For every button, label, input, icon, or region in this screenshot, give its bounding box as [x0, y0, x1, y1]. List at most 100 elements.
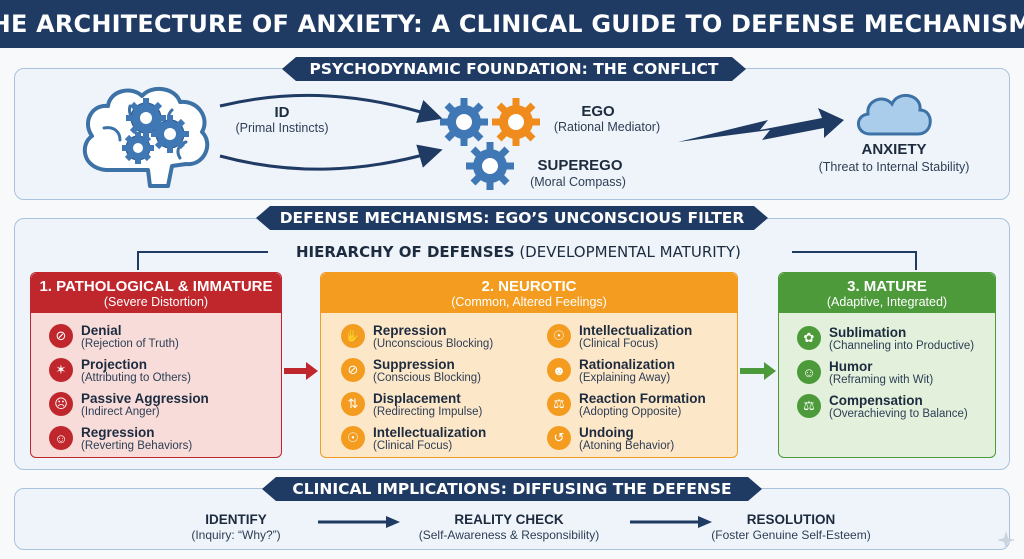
gears-icon	[440, 98, 540, 190]
arrow-green-icon	[740, 362, 776, 380]
tier-neurotic-header: 2. NEUROTIC (Common, Altered Feelings)	[321, 273, 737, 313]
tier-mature-header: 3. MATURE (Adaptive, Integrated)	[779, 273, 995, 313]
defense-item-desc: (Attributing to Others)	[81, 371, 191, 384]
id-subtitle: (Primal Instincts)	[235, 121, 329, 135]
defense-item-name: Reaction Formation	[579, 390, 706, 406]
angry-face-icon: ☹	[49, 392, 73, 416]
defense-item-desc: (Overachieving to Balance)	[829, 407, 968, 420]
defense-item-desc: (Conscious Blocking)	[373, 371, 482, 384]
defense-item-intellectualization: ☉ Intellectualization(Clinical Focus)	[547, 319, 737, 353]
defense-item-name: Sublimation	[829, 324, 907, 340]
projector-icon: ✶	[49, 358, 73, 382]
locked-head-icon: ✋	[341, 324, 365, 348]
defense-item-desc: (Clinical Focus)	[373, 439, 453, 452]
tier-pathological-header: 1. PATHOLOGICAL & IMMATURE (Severe Disto…	[31, 273, 281, 313]
defense-item-desc: (Reframing with Wit)	[829, 373, 934, 386]
defense-item-desc: (Clinical Focus)	[579, 337, 659, 350]
tier-pathological: 1. PATHOLOGICAL & IMMATURE (Severe Disto…	[30, 272, 282, 458]
hierarchy-heading: HIERARCHY OF DEFENSES (DEVELOPMENTAL MAT…	[296, 243, 741, 261]
defense-item-name: Repression	[373, 322, 447, 338]
defense-item-humor: ☺ Humor(Reframing with Wit)	[797, 355, 995, 389]
defense-item-name: Suppression	[373, 356, 455, 372]
defense-item-name: Humor	[829, 358, 873, 374]
defense-item-displacement: ⇅ Displacement(Redirecting Impulse)	[341, 387, 547, 421]
step-identify-subtitle: (Inquiry: “Why?”)	[191, 528, 281, 542]
arrow-red-icon	[284, 362, 318, 380]
child-head-icon: ☺	[49, 426, 73, 450]
defense-item-desc: (Adopting Opposite)	[579, 405, 682, 418]
hidden-eye-icon: ⊘	[341, 358, 365, 382]
defense-item-name: Denial	[81, 322, 122, 338]
defense-item-desc: (Reverting Behaviors)	[81, 439, 193, 452]
defense-item-name: Projection	[81, 356, 148, 372]
reset-icon: ↺	[547, 426, 571, 450]
defense-item-desc: (Unconscious Blocking)	[373, 337, 494, 350]
balance-icon: ⚖	[797, 394, 821, 418]
defense-item-projection: ✶ Projection(Attributing to Others)	[49, 353, 281, 387]
defense-item-name: Rationalization	[579, 356, 676, 372]
step-reality-check-subtitle: (Self-Awareness & Responsibility)	[418, 528, 600, 542]
step-resolution-subtitle: (Foster Genuine Self-Esteem)	[711, 528, 871, 542]
hierarchy-heading-bold: HIERARCHY OF DEFENSES	[296, 243, 515, 261]
defense-item-desc: (Redirecting Impulse)	[373, 405, 483, 418]
step-arrow-icon	[318, 516, 400, 528]
tier-neurotic: 2. NEUROTIC (Common, Altered Feelings) ✋…	[320, 272, 738, 458]
head-profile-icon: ☻	[547, 358, 571, 382]
defense-item-passive-aggression: ☹ Passive Aggression(Indirect Anger)	[49, 387, 281, 421]
hierarchy-bracket	[137, 251, 917, 270]
step-reality-check-title: REALITY CHECK	[454, 512, 564, 527]
defense-banner: DEFENSE MECHANISMS: EGO’S UNCONSCIOUS FI…	[256, 206, 768, 230]
foundation-banner: PSYCHODYNAMIC FOUNDATION: THE CONFLICT	[282, 57, 746, 81]
step-arrow-icon	[630, 516, 712, 528]
defense-item-name: Regression	[81, 424, 155, 440]
defense-item-name: Undoing	[579, 424, 634, 440]
clinical-banner: CLINICAL IMPLICATIONS: DIFFUSING THE DEF…	[262, 477, 762, 501]
eye-crossed-icon: ⊘	[49, 324, 73, 348]
defense-item-intellectualization: ☉ Intellectualization(Clinical Focus)	[341, 421, 547, 455]
defense-item-desc: (Channeling into Productive)	[829, 339, 975, 352]
sparkle-icon	[997, 531, 1015, 549]
defense-item-compensation: ⚖ Compensation(Overachieving to Balance)	[797, 389, 995, 423]
defense-item-suppression: ⊘ Suppression(Conscious Blocking)	[341, 353, 547, 387]
ego-subtitle: (Rational Mediator)	[553, 120, 661, 134]
conflict-arrows	[219, 93, 443, 171]
scales-icon: ⚖	[547, 392, 571, 416]
brain-icon: ☉	[547, 324, 571, 348]
step-identify-title: IDENTIFY	[205, 512, 267, 527]
tier-neurotic-subtitle: (Common, Altered Feelings)	[451, 294, 607, 309]
helping-hands-icon: ✿	[797, 326, 821, 350]
tier-mature: 3. MATURE (Adaptive, Integrated) ✿ Subli…	[778, 272, 996, 458]
main-title-bar: THE ARCHITECTURE OF ANXIETY: A CLINICAL …	[0, 0, 1024, 48]
redirect-icon: ⇅	[341, 392, 365, 416]
thinking-head-icon: ☉	[341, 426, 365, 450]
tier-mature-title: 3. MATURE	[847, 277, 927, 295]
lightning-arrow-icon	[678, 108, 844, 142]
superego-subtitle: (Moral Compass)	[530, 175, 626, 189]
defense-item-desc: (Rejection of Truth)	[81, 337, 179, 350]
id-title: ID	[274, 104, 290, 121]
defense-item-name: Compensation	[829, 392, 923, 408]
tier-pathological-subtitle: (Severe Distortion)	[103, 294, 209, 309]
defense-item-desc: (Atoning Behavior)	[579, 439, 675, 452]
defense-item-regression: ☺ Regression(Reverting Behaviors)	[49, 421, 281, 455]
step-resolution-title: RESOLUTION	[746, 512, 836, 527]
tier-mature-subtitle: (Adaptive, Integrated)	[826, 294, 948, 309]
defense-item-rationalization: ☻ Rationalization(Explaining Away)	[547, 353, 737, 387]
main-title: THE ARCHITECTURE OF ANXIETY: A CLINICAL …	[0, 10, 1024, 38]
tier-neurotic-title: 2. NEUROTIC	[481, 277, 577, 295]
defense-item-name: Intellectualization	[373, 424, 487, 440]
superego-title: SUPEREGO	[537, 157, 623, 174]
defense-item-name: Intellectualization	[579, 322, 693, 338]
defense-item-name: Displacement	[373, 390, 461, 406]
tier-pathological-title: 1. PATHOLOGICAL & IMMATURE	[39, 277, 273, 295]
hierarchy-heading-rest: (DEVELOPMENTAL MATURITY)	[514, 243, 741, 261]
defense-item-undoing: ↺ Undoing(Atoning Behavior)	[547, 421, 737, 455]
defense-item-sublimation: ✿ Sublimation(Channeling into Productive…	[797, 321, 995, 355]
brain-gears-icon	[82, 86, 210, 188]
defense-item-desc: (Explaining Away)	[579, 371, 671, 384]
defense-item-repression: ✋ Repression(Unconscious Blocking)	[341, 319, 547, 353]
defense-item-desc: (Indirect Anger)	[81, 405, 160, 418]
defense-item-denial: ⊘ Denial(Rejection of Truth)	[49, 319, 281, 353]
cloud-icon	[857, 94, 932, 136]
ego-title: EGO	[581, 103, 615, 120]
